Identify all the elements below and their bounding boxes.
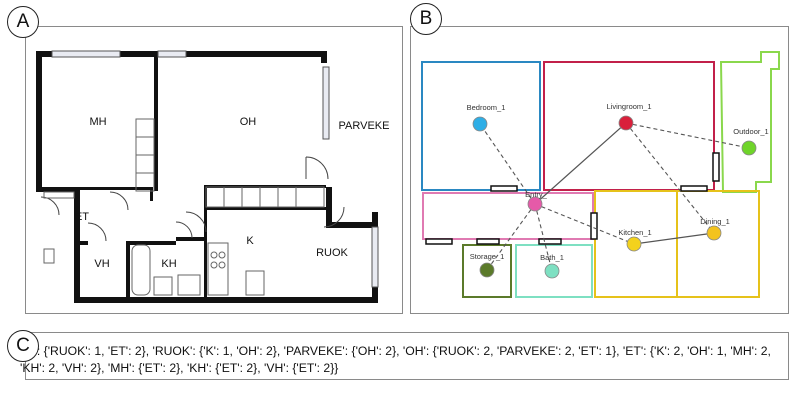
room-label-k: K — [246, 235, 254, 247]
room-label-kh: KH — [161, 258, 176, 270]
edge-kitchen-dining — [633, 232, 715, 245]
node-kitchen — [626, 236, 642, 252]
storage-outline — [462, 244, 512, 298]
room-label-oh: OH — [240, 116, 257, 128]
fixtures — [43, 118, 325, 296]
node-storage — [479, 262, 495, 278]
door-markers — [425, 152, 720, 245]
panel-label-b: B — [410, 3, 442, 35]
node-label-entry: Entry_ — [525, 190, 548, 199]
bedroom-outline — [421, 61, 541, 191]
node-dining — [706, 225, 722, 241]
node-label-dining: Dining_1 — [700, 217, 730, 226]
node-entry — [527, 196, 543, 212]
room-label-vh: VH — [94, 258, 109, 270]
node-label-bath: Bath_1 — [540, 253, 564, 262]
room-label-parveke: PARVEKE — [339, 120, 390, 132]
node-label-bedroom: Bedroom_1 — [467, 103, 506, 112]
node-livingroom — [618, 115, 634, 131]
graph-nodes — [472, 115, 757, 279]
edge-entry-livingroom — [534, 122, 627, 205]
graph-edges-dashed — [479, 122, 750, 272]
adjacency-panel — [25, 332, 789, 380]
outdoor-outline — [719, 51, 780, 193]
panel-label-a: A — [7, 6, 39, 38]
panel-label-c: C — [7, 330, 39, 362]
edge-livingroom-dining — [625, 122, 715, 234]
node-label-livingroom: Livingroom_1 — [606, 102, 651, 111]
floor-plan-panel: MH OH PARVEKE ET VH KH K RUOK — [25, 26, 403, 314]
node-label-kitchen: Kitchen_1 — [618, 228, 651, 237]
room-outlines — [421, 51, 780, 298]
entry-outline — [422, 192, 594, 240]
node-bedroom — [472, 116, 488, 132]
doors — [40, 156, 345, 242]
floor-plan-drawing: MH OH PARVEKE ET VH KH K RUOK — [36, 50, 390, 303]
edge-livingroom-outdoor — [625, 122, 750, 149]
room-label-mh: MH — [89, 116, 106, 128]
edge-entry-kitchen — [534, 203, 635, 245]
room-label-ruok: RUOK — [316, 247, 348, 259]
windows — [51, 50, 379, 288]
adjacency-dict-text: {'K': {'RUOK': 1, 'ET': 2}, 'RUOK': {'K'… — [20, 344, 771, 375]
node-label-storage: Storage_1 — [470, 252, 505, 261]
node-outdoor — [741, 140, 757, 156]
dining-outline — [676, 190, 760, 298]
edge-entry-bath — [534, 203, 553, 272]
bath-outline — [515, 244, 593, 298]
room-graph-drawing: Bedroom_1 Livingroom_1 Outdoor_1 Entry_ … — [421, 51, 780, 298]
node-bath — [544, 263, 560, 279]
graph-edges — [534, 122, 715, 245]
edge-entry-bedroom — [479, 123, 536, 205]
node-label-outdoor: Outdoor_1 — [733, 127, 768, 136]
room-label-et: ET — [75, 211, 89, 223]
room-graph-panel: Bedroom_1 Livingroom_1 Outdoor_1 Entry_ … — [410, 26, 789, 314]
